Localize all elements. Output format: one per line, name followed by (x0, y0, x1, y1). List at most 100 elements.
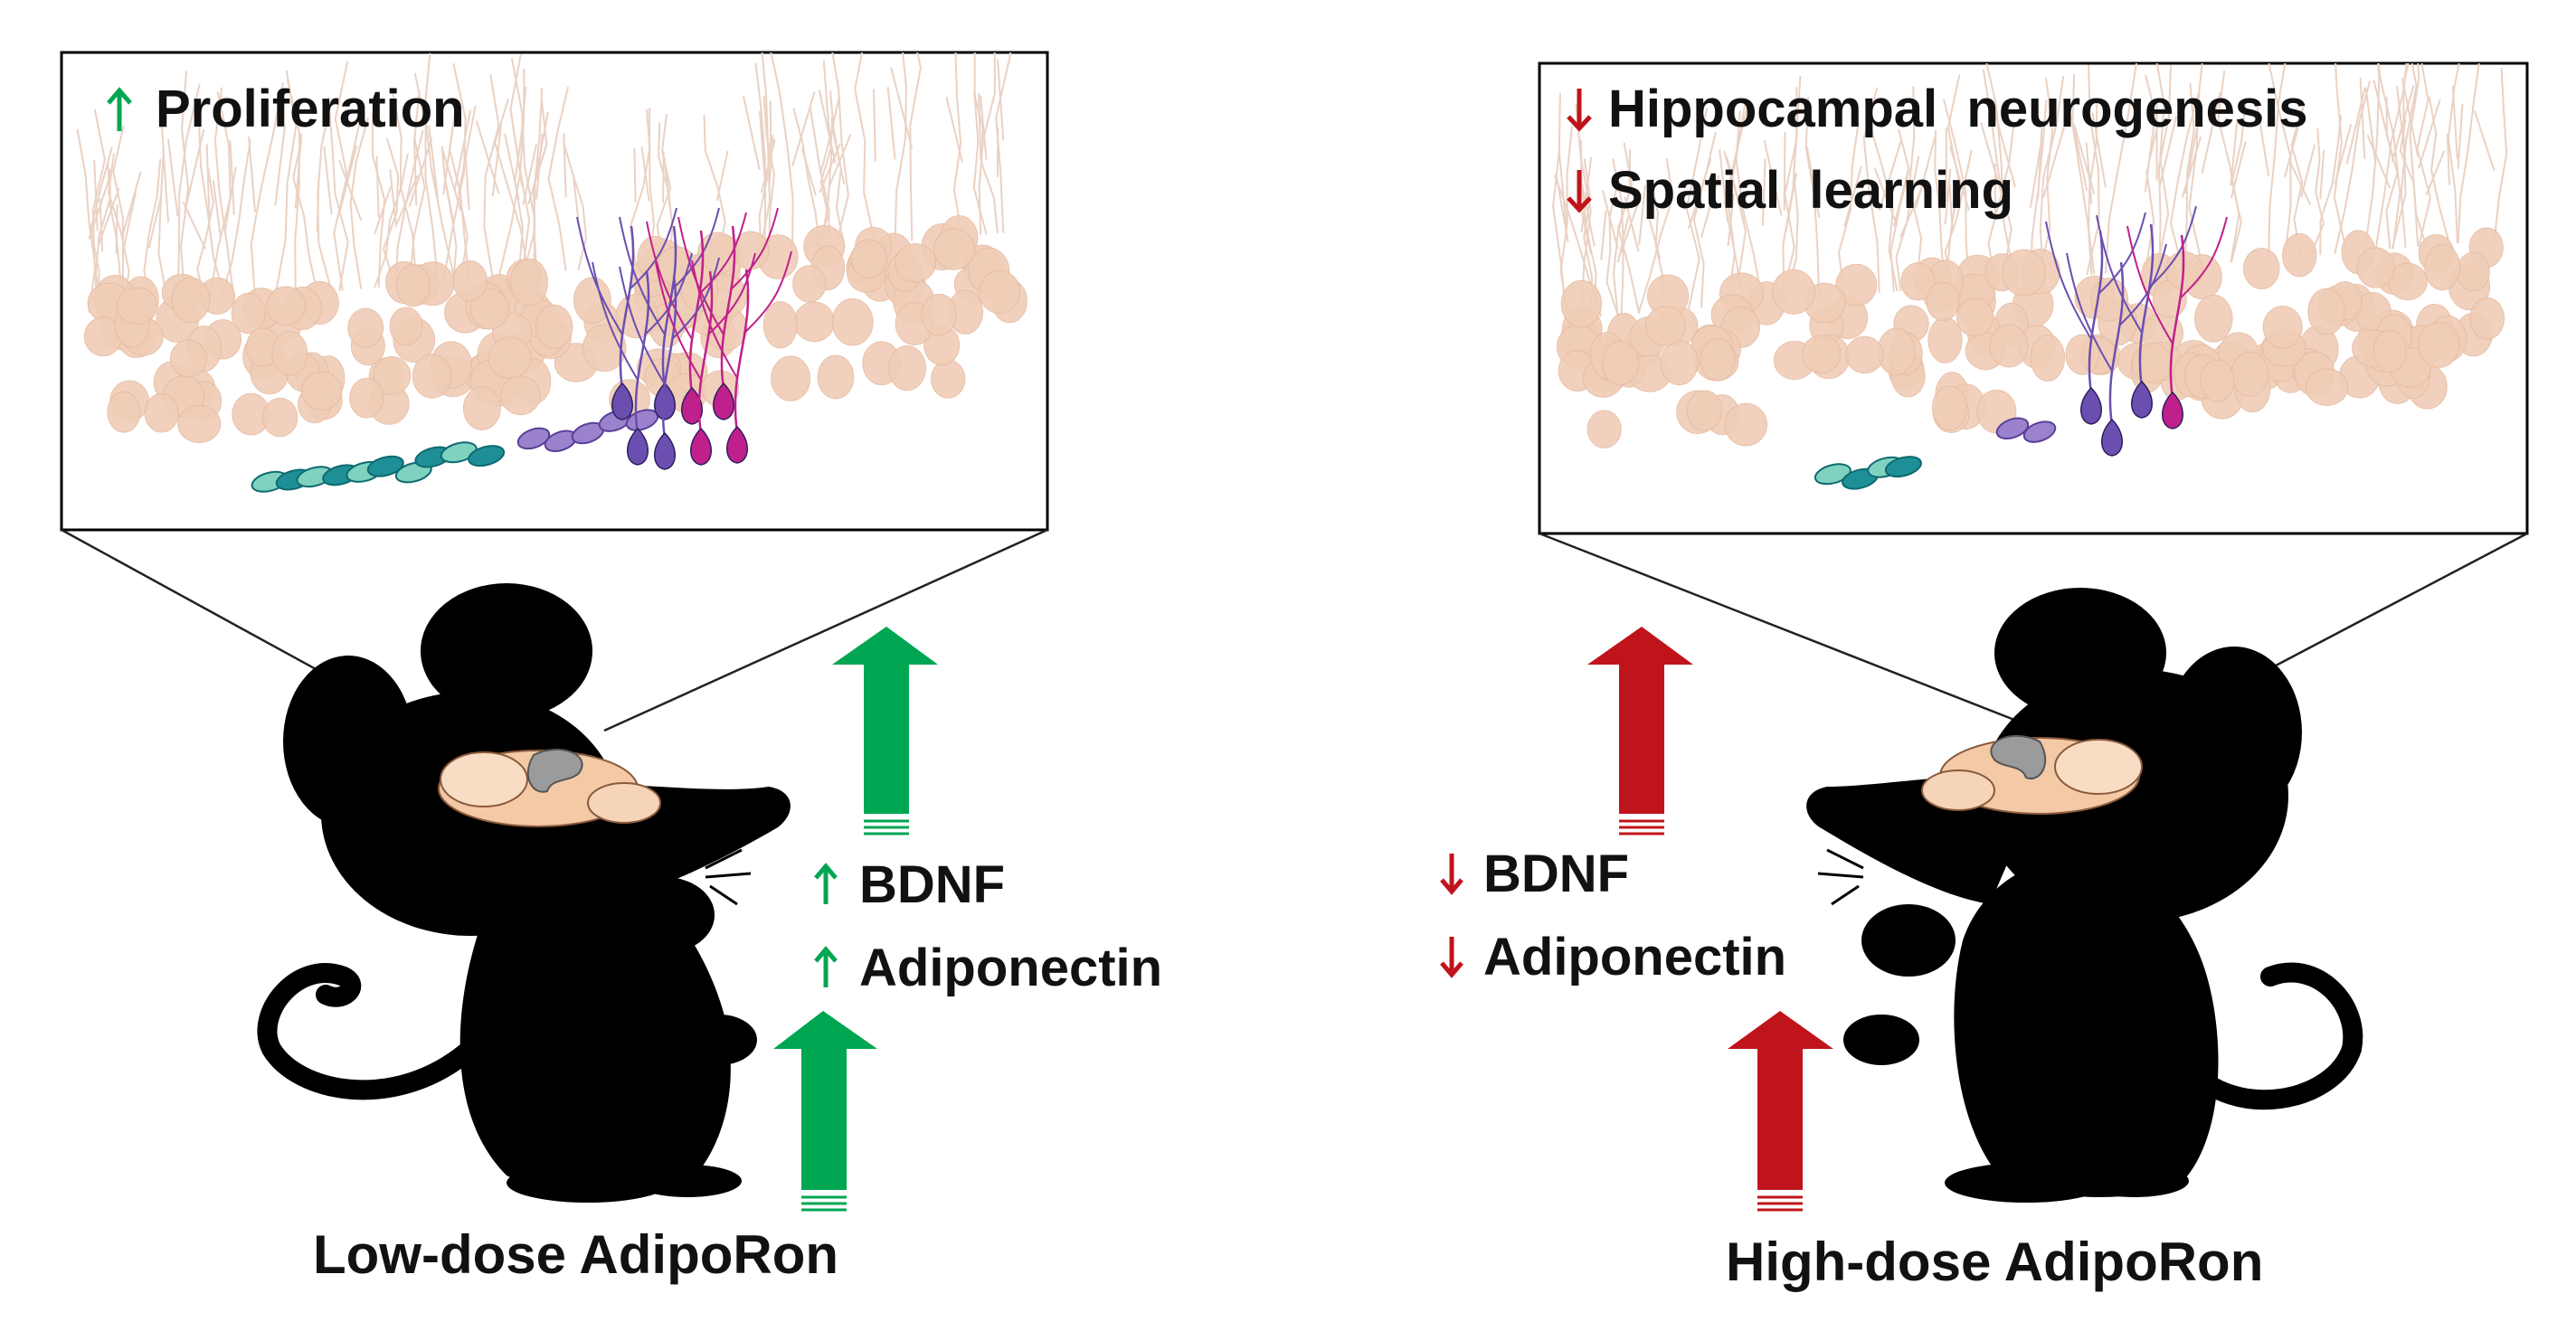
dendrite-branch (428, 125, 440, 199)
dendrite-branch (1899, 189, 1922, 238)
dendrite-branch (1837, 122, 1860, 297)
immature-neuron (1995, 417, 2030, 440)
dendrite-branch (423, 52, 456, 281)
dendrite-branch (2144, 123, 2155, 193)
granule-cell (271, 330, 308, 376)
dendrite-branch (792, 108, 821, 250)
neuron-dendrite (2169, 234, 2185, 399)
dendrite-branch (1646, 212, 1662, 260)
granule-cell (771, 355, 811, 401)
neuron-dendrite (691, 260, 738, 379)
dendrite-branch (2284, 106, 2305, 177)
up-arrow-icon (1728, 1011, 1833, 1212)
granule-cell (895, 242, 937, 283)
dendrite-branch (2333, 63, 2348, 253)
dendrite-branch (2037, 77, 2054, 279)
dendrite-branch (547, 86, 570, 271)
dendrite-branch (2428, 96, 2450, 245)
left-inset-effect-label: Proliferation (156, 80, 465, 138)
granule-cell (2418, 321, 2460, 368)
dendrite-branch (886, 87, 896, 160)
dendrite-branch (182, 202, 206, 250)
neuron-dendrite (698, 212, 747, 295)
granule-cell (573, 277, 611, 324)
neuron-dendrite (646, 221, 693, 340)
down-arrow-icon (1567, 89, 1592, 132)
dendrite-branch (91, 109, 106, 312)
dendrite-branch (791, 91, 816, 167)
neuron-dendrite (2066, 252, 2113, 372)
dendrite-branch (442, 118, 455, 195)
dendrite-branch (327, 97, 349, 291)
granule-cell (169, 339, 208, 378)
dendrite-branch (1687, 157, 1712, 230)
neuron-dendrite (619, 216, 666, 335)
progenitor-cell (440, 441, 478, 464)
neuron-dendrite (707, 252, 756, 335)
up-arrow-icon (1587, 627, 1693, 835)
dendrite-branch (972, 52, 988, 235)
dendrite-branch (453, 109, 472, 190)
granule-cell (1686, 390, 1723, 431)
granule-cell (2243, 248, 2280, 289)
granule-cell (793, 301, 835, 343)
dendrite-branch (978, 93, 982, 160)
dendrite-branch (1870, 127, 1899, 292)
dendrite-branch (274, 70, 298, 297)
dendrite-branch (1948, 145, 1970, 212)
dendrite-branch (1992, 105, 2016, 188)
zoom-line (1539, 532, 2020, 723)
granule-cell (389, 307, 423, 346)
immature-neuron (516, 427, 551, 450)
granule-cell (1700, 338, 1736, 382)
dendrite-branch (533, 87, 544, 274)
dendrite-branch (212, 180, 222, 237)
dendrite-branch (2181, 137, 2202, 198)
granule-cell (792, 265, 827, 303)
granule-cell (373, 355, 412, 395)
dendrite-branch (1581, 184, 1596, 247)
brain-icon (438, 748, 661, 827)
dendrite-branch (1987, 123, 2015, 283)
granule-cell (1586, 410, 1622, 448)
dendrite-branch (2188, 63, 2203, 266)
neuron-dendrite (671, 257, 720, 340)
dendrite-branch (412, 137, 418, 206)
dendrite-branch (1943, 99, 1970, 286)
dendrite-branch (1873, 167, 1899, 226)
down-arrow-icon (1440, 937, 1463, 978)
granule-cell (2194, 294, 2233, 343)
dendrite-branch (1805, 146, 1821, 218)
granule-cell (921, 293, 958, 336)
dendrite-branch (909, 52, 922, 241)
dendrite-branch (1719, 149, 1729, 223)
mature-neuron (611, 382, 633, 420)
granule-cell (1835, 263, 1878, 307)
dendrite-branch (2029, 99, 2048, 280)
dendrite-branch (978, 52, 996, 235)
neuron-dendrite (2098, 212, 2146, 295)
dendrite-branch (1804, 97, 1821, 298)
granule-cell (1956, 297, 1994, 337)
mouse-silhouette-icon (1806, 588, 2363, 1203)
dendrite-branch (662, 151, 665, 203)
dendrite-branch (1616, 216, 1630, 263)
neuron-dendrite (634, 270, 650, 435)
dendrite-branch (2364, 88, 2377, 165)
dendrite-branch (509, 109, 524, 187)
dendrite-branch (93, 159, 99, 231)
dendrite-branch (1617, 142, 1641, 314)
dendrite-branch (1785, 173, 1797, 233)
neuron-dendrite (677, 216, 724, 335)
dendrite-branch (1558, 149, 1568, 230)
mature-neuron (2162, 391, 2183, 430)
dendrite-branch (408, 90, 426, 285)
up-arrow-icon (814, 946, 838, 987)
dendrite-branch (1985, 63, 2016, 282)
dendrite-branch (663, 156, 671, 207)
neuron-dendrite (2118, 243, 2167, 326)
dendrite-branch (894, 52, 907, 243)
dendrite-branch (444, 179, 455, 228)
granule-cell (347, 307, 384, 348)
dendrite-branch (229, 140, 235, 215)
